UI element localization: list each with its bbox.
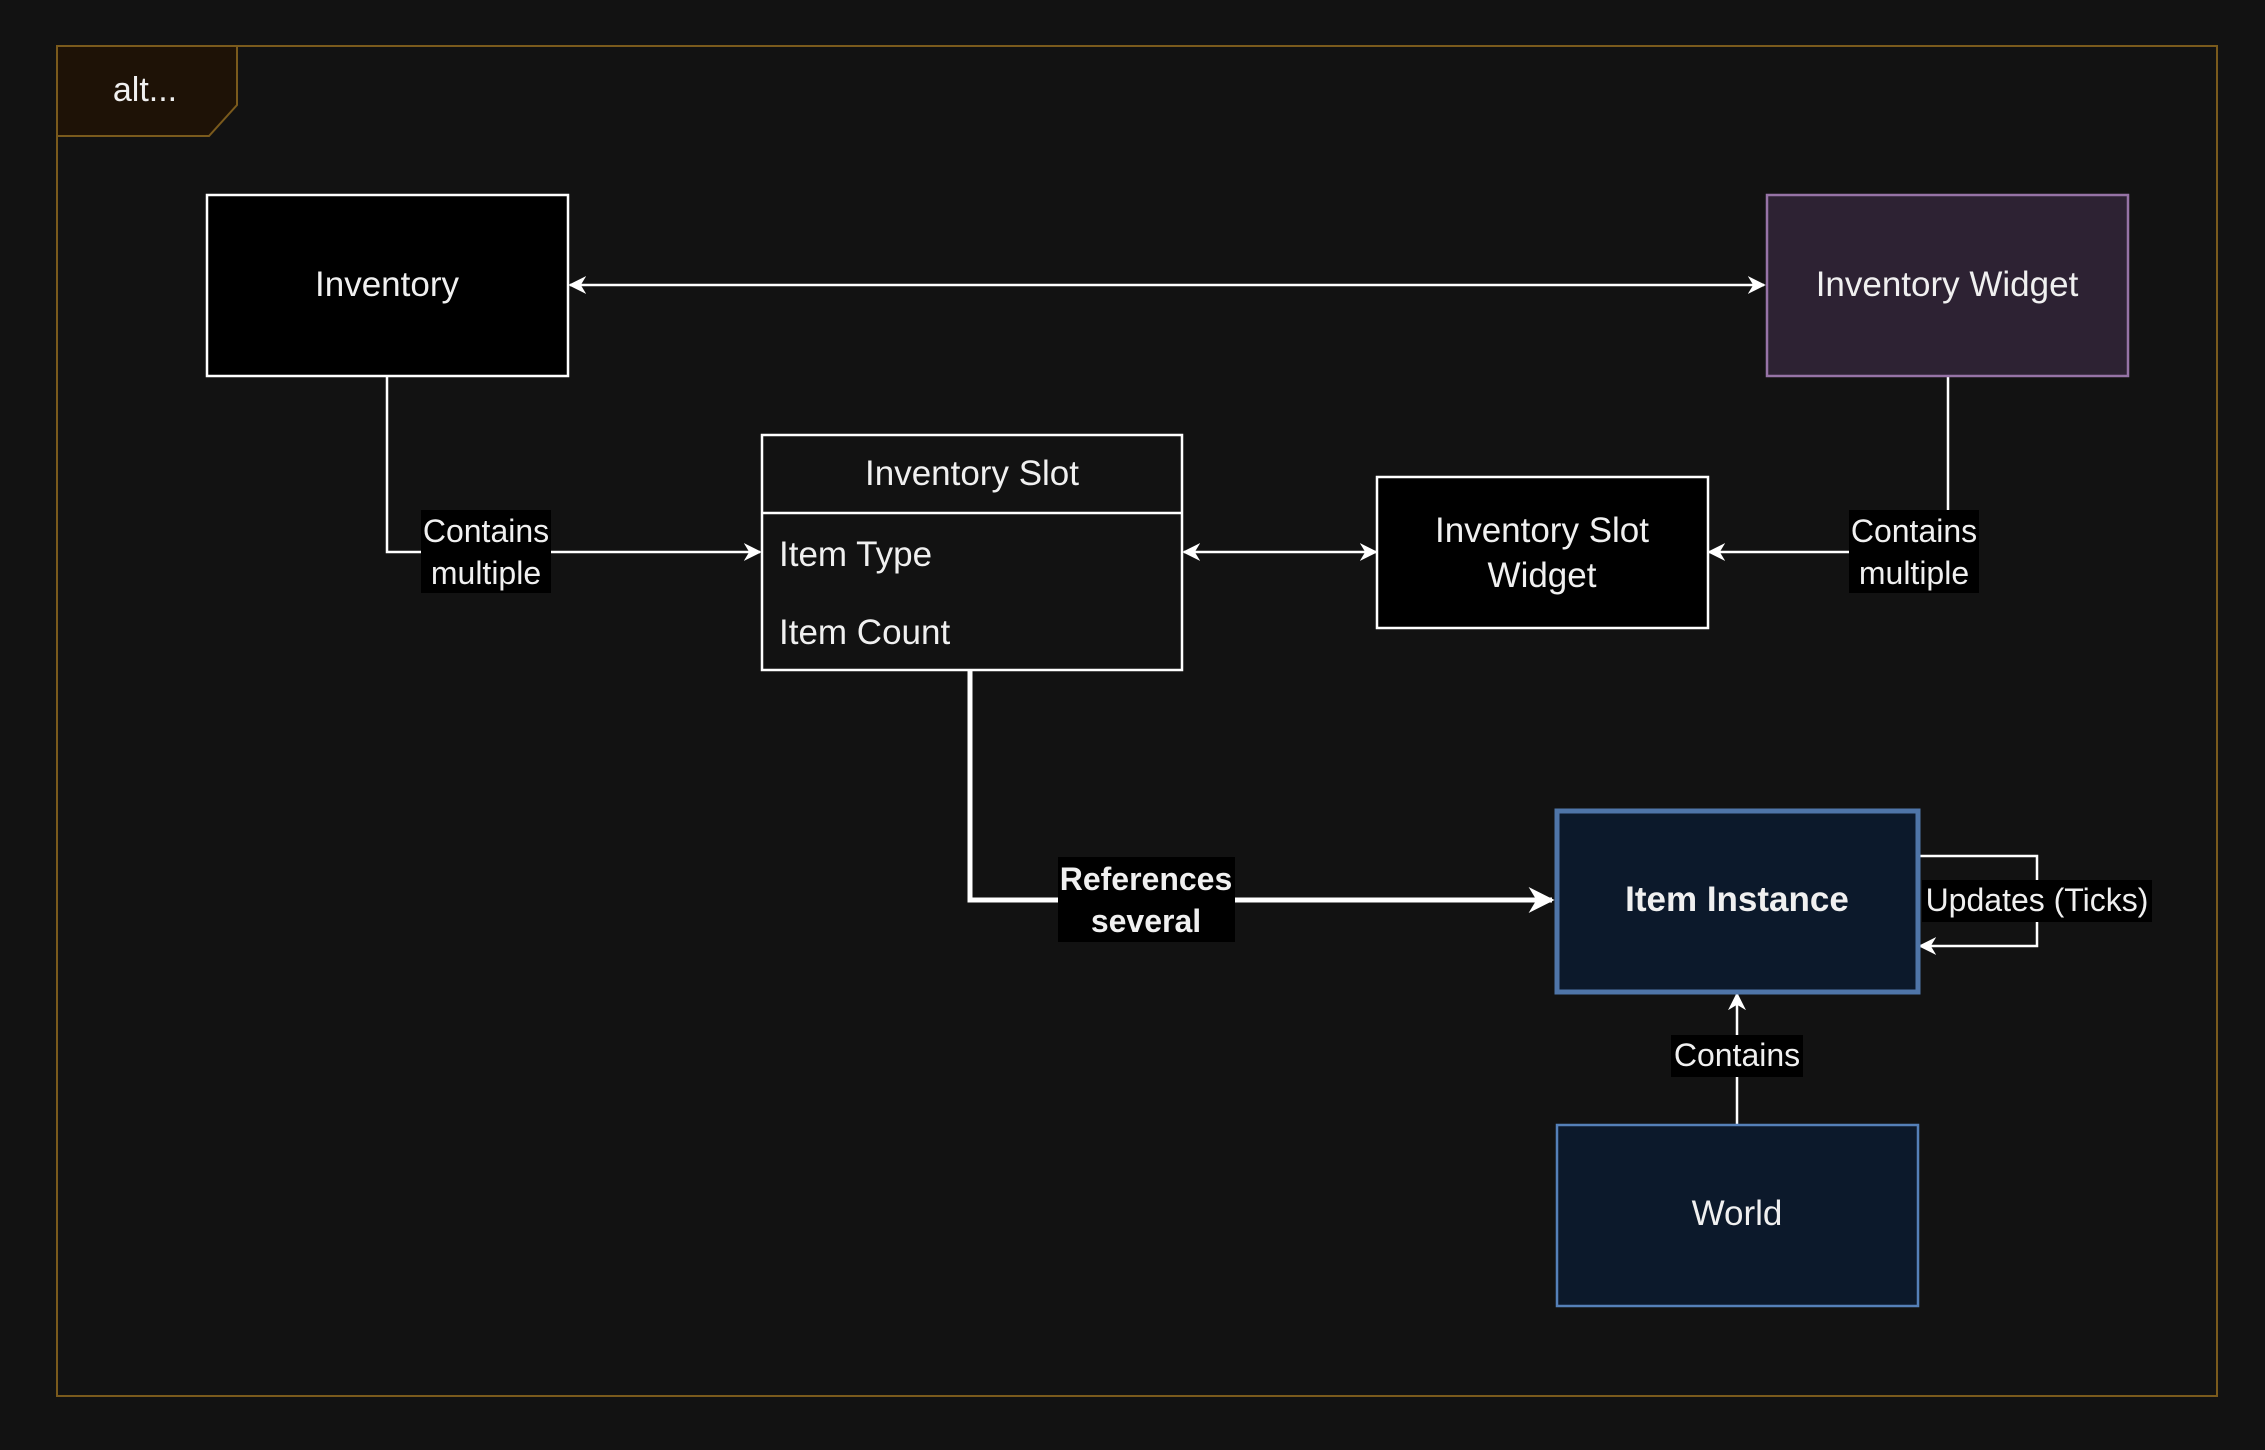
node-inventory-label: Inventory	[315, 265, 459, 304]
edge-label-slot-to-item-line2: several	[1091, 903, 1201, 939]
node-inventory-slot-widget[interactable]	[1375, 475, 1710, 630]
node-item-instance-label: Item Instance	[1625, 880, 1849, 919]
alt-frame-label: alt...	[113, 71, 177, 109]
node-inventory-slot-field-item-count: Item Count	[779, 613, 950, 652]
edge-label-bg-inventory-to-slot	[421, 510, 551, 593]
node-inventory-slot-widget-label-line1: Inventory Slot	[1435, 511, 1649, 550]
alt-frame-tab	[56, 45, 238, 137]
edge-label-bg-world-to-item	[1671, 1035, 1803, 1077]
edge-label-widget-to-slot-widget-line1: Contains	[1851, 513, 1977, 549]
node-inventory-widget[interactable]	[1765, 193, 2130, 378]
node-inventory-slot-widget-label-line2: Widget	[1488, 556, 1597, 595]
edge-label-inventory-to-slot-line2: multiple	[431, 555, 541, 591]
edge-label-item-self: Updates (Ticks)	[1926, 882, 2149, 918]
node-inventory[interactable]	[205, 193, 570, 378]
node-world-label: World	[1692, 1194, 1783, 1233]
node-inventory-slot-field-item-type: Item Type	[779, 535, 932, 574]
node-world[interactable]	[1555, 1123, 1920, 1308]
edge-label-bg-widget-to-slot-widget	[1849, 510, 1979, 593]
edge-label-slot-to-item-line1: References	[1060, 861, 1233, 897]
alt-frame	[56, 45, 2218, 1397]
node-inventory-slot[interactable]	[760, 433, 1184, 672]
edge-label-bg-slot-to-item	[1058, 857, 1235, 942]
edge-inventory-to-slot	[385, 376, 762, 561]
edge-label-bg-item-self	[1922, 880, 2152, 922]
node-item-instance[interactable]	[1554, 808, 1921, 995]
node-inventory-widget-label: Inventory Widget	[1816, 265, 2079, 304]
edge-label-inventory-to-slot-line1: Contains	[423, 513, 549, 549]
edge-slot-to-item-instance	[967, 670, 1555, 913]
edge-label-widget-to-slot-widget-line2: multiple	[1859, 555, 1969, 591]
edge-label-world-to-item: Contains	[1674, 1037, 1800, 1073]
node-inventory-slot-title: Inventory Slot	[865, 454, 1079, 493]
